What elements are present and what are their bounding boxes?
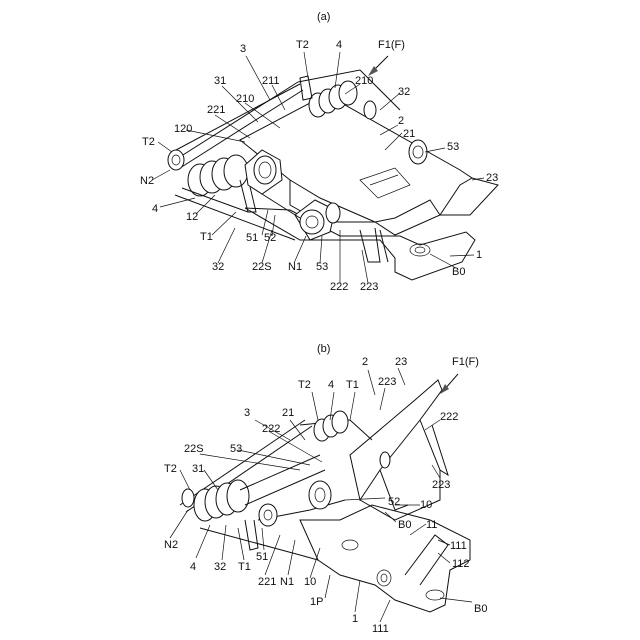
label-b-29: 1P (310, 596, 323, 608)
label-a-13: 53 (447, 141, 459, 153)
label-b-26: 221 (258, 576, 276, 588)
figure-b-caption: (b) (317, 343, 330, 355)
label-a-23: N1 (288, 261, 302, 273)
label-a-5: 210 (355, 75, 373, 87)
label-b-6: 3 (244, 407, 250, 419)
label-a-0: 3 (240, 43, 246, 55)
label-a-10: 120 (174, 123, 192, 135)
label-a-20: 52 (264, 232, 276, 244)
label-a-12: T2 (142, 136, 155, 148)
label-a-7: 221 (207, 104, 225, 116)
label-a-9: 2 (398, 115, 404, 127)
label-b-22: 32 (214, 561, 226, 573)
label-a-8: 210 (236, 93, 254, 105)
label-b-14: 31 (192, 463, 204, 475)
figure-a-base-plate (245, 208, 475, 280)
label-b-1: 23 (395, 356, 407, 368)
figure-b-left-spring (194, 480, 249, 521)
label-a-17: 12 (186, 211, 198, 223)
label-b-10: 53 (230, 443, 242, 455)
label-b-7: 21 (282, 407, 294, 419)
label-a-21: 32 (212, 261, 224, 273)
label-a-27: 1 (476, 249, 482, 261)
label-a-6: 32 (398, 86, 410, 98)
label-b-2: T2 (298, 379, 311, 391)
label-a-26: 223 (360, 281, 378, 293)
label-a-16: 4 (152, 203, 158, 215)
label-b-30: 1 (352, 613, 358, 625)
label-a-24: 53 (316, 261, 328, 273)
figure-b-arrow-label: F1(F) (452, 356, 479, 368)
label-b-25: 112 (452, 558, 470, 570)
figure-a-caption: (a) (317, 11, 330, 23)
label-b-11: 222 (262, 423, 280, 435)
label-a-2: 4 (336, 39, 342, 51)
label-b-21: 4 (190, 561, 196, 573)
label-b-20: 111 (450, 540, 467, 552)
label-a-3: 31 (214, 75, 226, 87)
label-a-14: N2 (140, 175, 154, 187)
label-b-32: B0 (474, 603, 487, 615)
label-b-16: 10 (420, 499, 432, 511)
label-b-5: 223 (378, 376, 396, 388)
label-a-19: 51 (246, 232, 258, 244)
label-a-15: 23 (486, 172, 498, 184)
label-b-15: 52 (388, 496, 400, 508)
label-a-4: 211 (262, 75, 280, 87)
label-b-9: 22S (184, 443, 204, 455)
label-b-27: N1 (280, 576, 294, 588)
label-b-31: 111 (372, 623, 389, 635)
label-b-24: 51 (256, 551, 268, 563)
label-b-0: 2 (362, 356, 368, 368)
label-a-18: T1 (200, 231, 213, 243)
label-a-22: 22S (252, 261, 272, 273)
label-a-28: B0 (452, 266, 465, 278)
figure-a-arrow-label: F1(F) (378, 39, 405, 51)
label-b-13: T2 (164, 463, 177, 475)
label-b-17: B0 (398, 519, 411, 531)
label-b-4: T1 (346, 379, 359, 391)
label-b-28: 10 (304, 576, 316, 588)
label-a-11: 21 (403, 128, 415, 140)
label-b-19: N2 (164, 539, 178, 551)
label-b-12: 223 (432, 479, 450, 491)
label-b-8: 222 (440, 411, 458, 423)
label-a-1: T2 (296, 39, 309, 51)
label-b-3: 4 (328, 379, 334, 391)
label-b-18: 11 (426, 519, 437, 531)
figure-a-left-spring (188, 155, 248, 196)
label-b-23: T1 (238, 561, 251, 573)
label-a-25: 222 (330, 281, 348, 293)
figure-b-upper-spring (314, 411, 348, 441)
